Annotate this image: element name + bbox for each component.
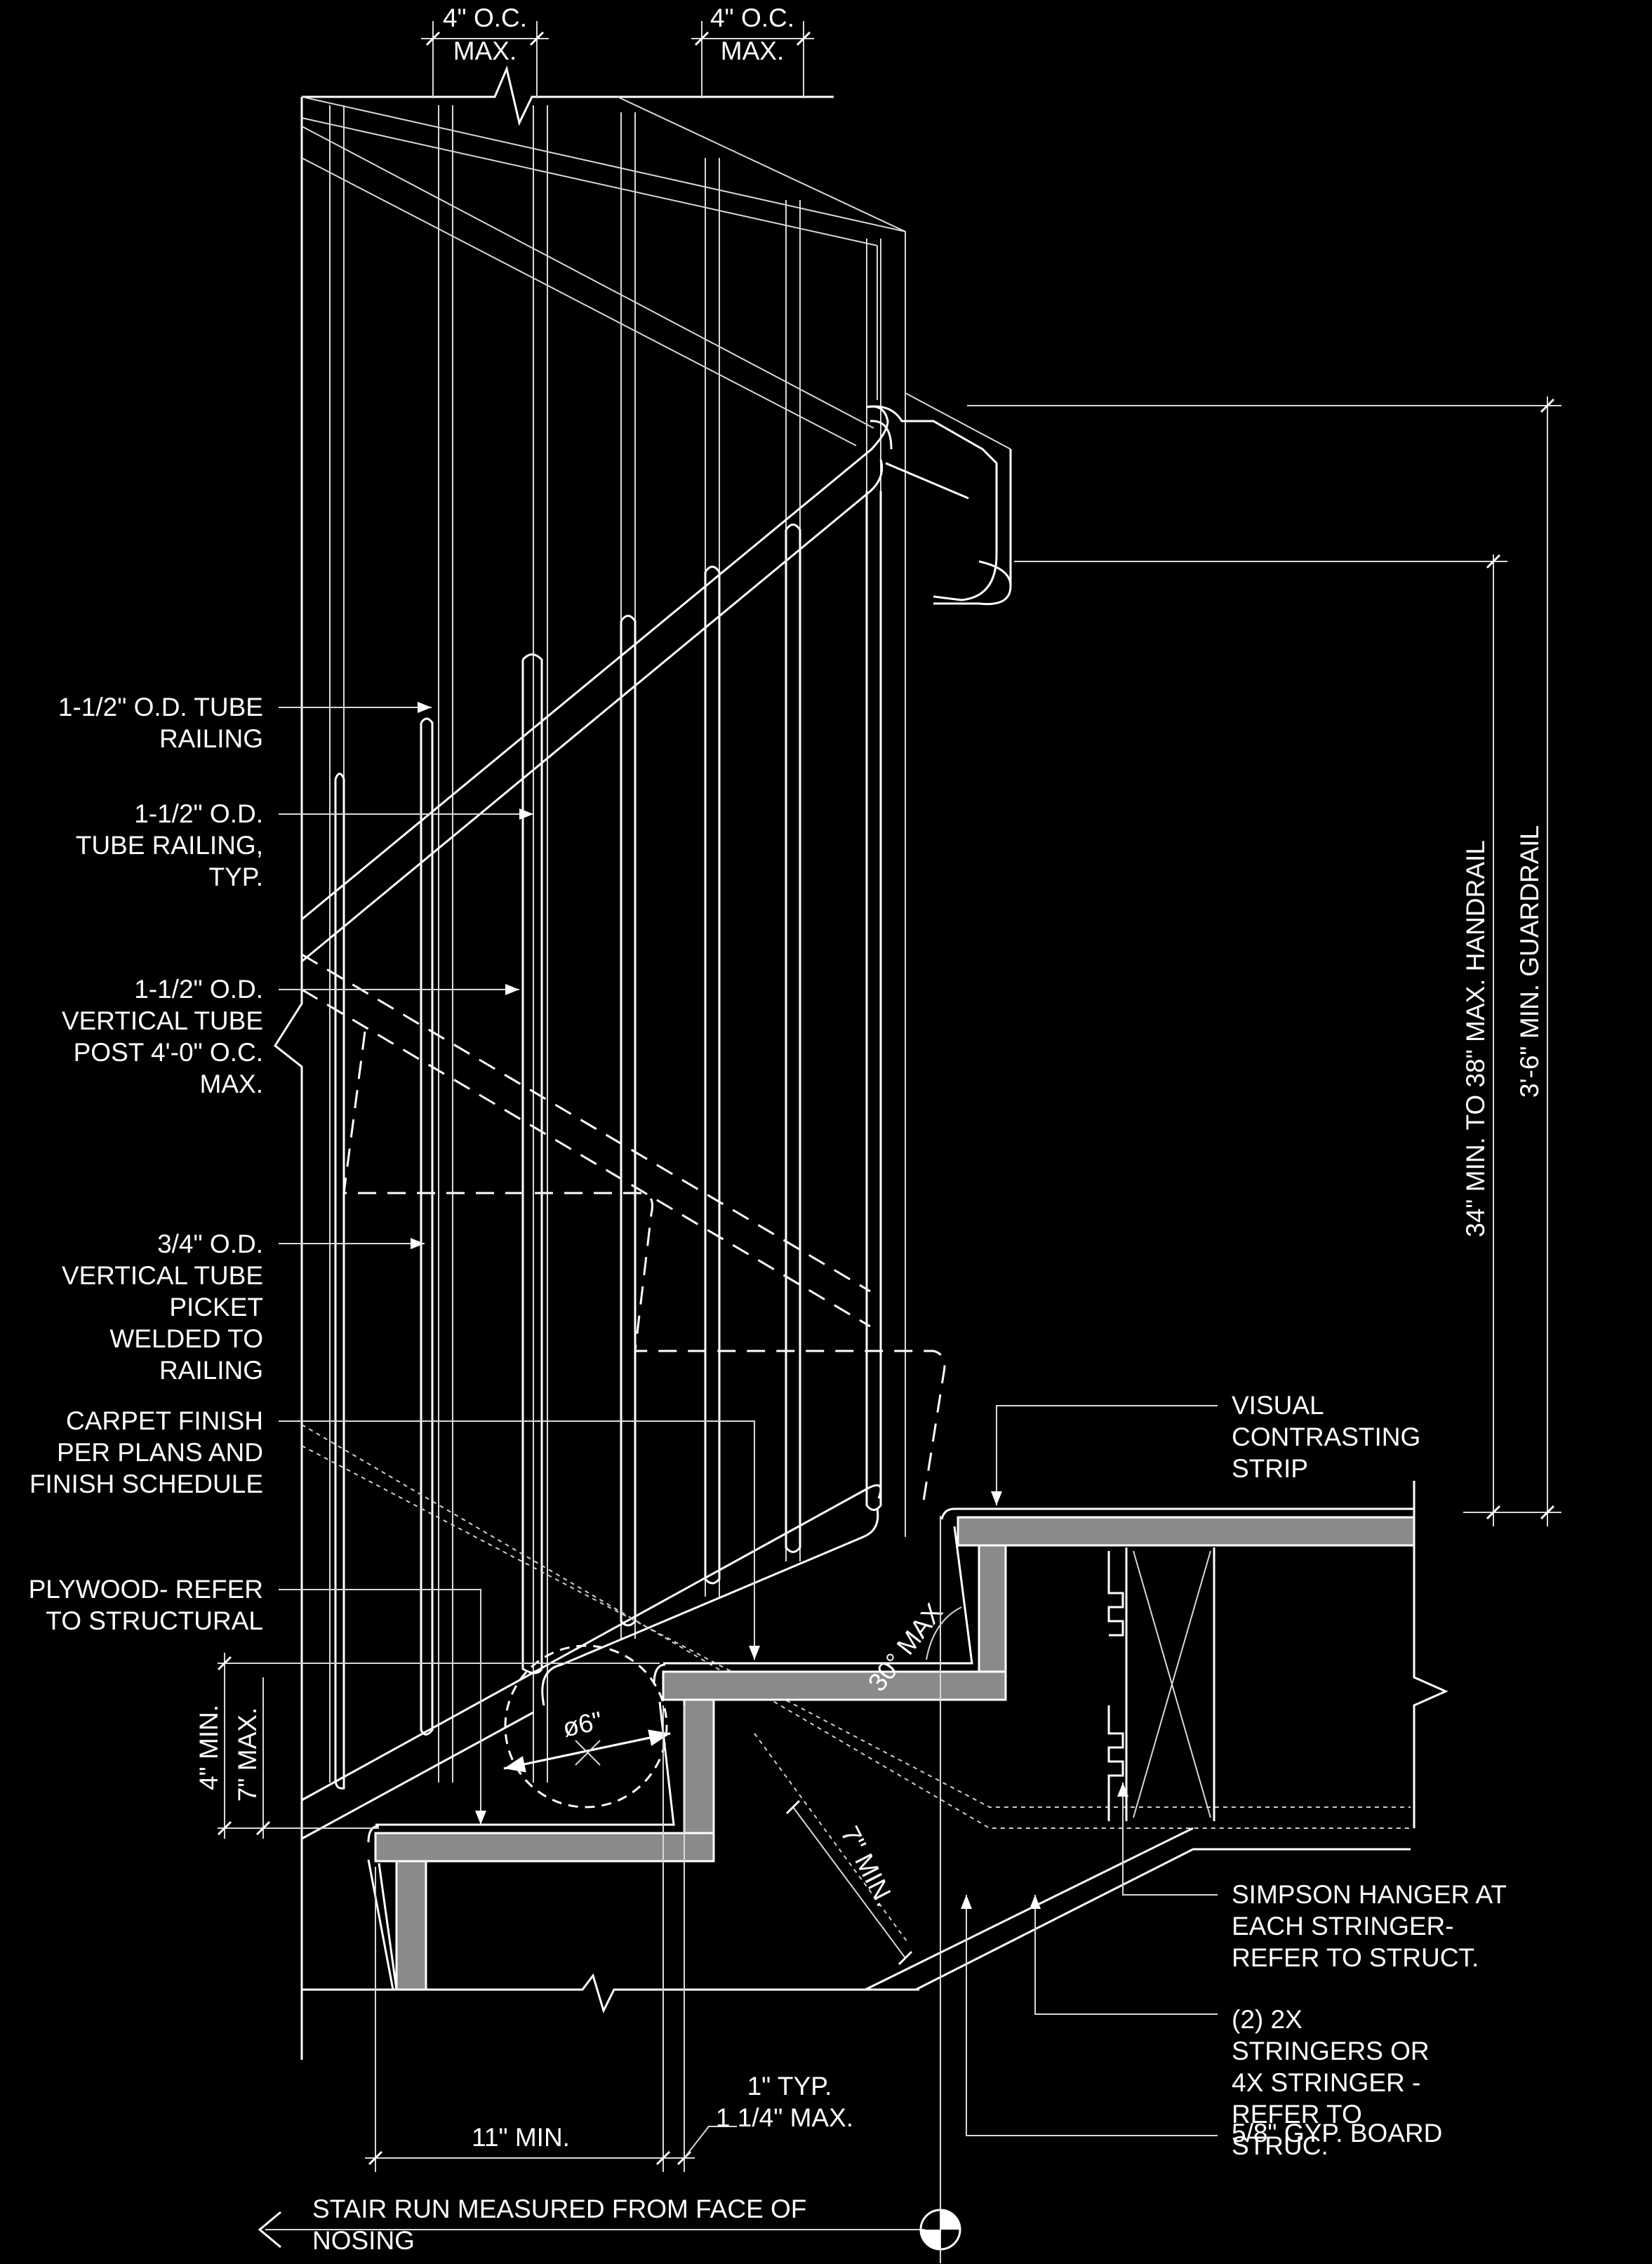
- callout-tube-railing-typ: 1-1/2" O.D. TUBE RAILING, TYP.: [76, 799, 533, 891]
- oc-left-line2: MAX.: [453, 36, 517, 65]
- vertical-post-line2: VERTICAL TUBE: [62, 1006, 263, 1035]
- stringers-line4: REFER TO: [1232, 2100, 1362, 2129]
- tube-railing-line2: RAILING: [159, 724, 263, 753]
- upper-riser: [978, 1544, 1007, 1684]
- riser-dimension: 4" MIN. 7" MAX.: [194, 1653, 660, 1839]
- bottom-riser: [395, 1860, 427, 1991]
- tread-run-value: 11" MIN.: [472, 2123, 570, 2152]
- oc-dimension-right: 4" O.C. MAX.: [691, 4, 814, 98]
- six-inch-sphere: ø6": [503, 1644, 671, 1809]
- tread-run-dimension: 11" MIN. 1" TYP. 1 1/4" MAX.: [365, 1705, 853, 2172]
- callout-carpet: CARPET FINISH PER PLANS AND FINISH SCHED…: [29, 1406, 760, 1660]
- bottom-tread: [374, 1832, 715, 1863]
- headroom-value: 7" MIN.: [835, 1822, 900, 1911]
- stringers-line1: (2) 2X: [1232, 2005, 1303, 2034]
- callout-picket: 3/4" O.D. VERTICAL TUBE PICKET WELDED TO…: [62, 1230, 425, 1385]
- simpson-line1: SIMPSON HANGER AT: [1232, 1880, 1507, 1909]
- middle-tread: [662, 1670, 1007, 1701]
- middle-riser: [683, 1698, 715, 1842]
- oc-dimension-left: 4" O.C. MAX.: [421, 4, 549, 98]
- carpet-line3: FINISH SCHEDULE: [29, 1470, 263, 1498]
- vertical-post-line4: MAX.: [200, 1070, 263, 1098]
- carpet-line1: CARPET FINISH: [66, 1406, 263, 1435]
- simpson-line2: EACH STRINGER-: [1232, 1912, 1454, 1940]
- picket-line2: VERTICAL TUBE: [62, 1261, 263, 1290]
- callout-tube-railing: 1-1/2" O.D. TUBE RAILING: [58, 693, 432, 753]
- left-boundary-line: [274, 97, 303, 2060]
- visual-strip-line1: VISUAL: [1232, 1391, 1324, 1420]
- front-pickets: [334, 491, 882, 1790]
- stair-run-line2: NOSING: [312, 2226, 415, 2255]
- visual-strip-line2: CONTRASTING: [1232, 1423, 1420, 1451]
- stair-run-note: STAIR RUN MEASURED FROM FACE OF NOSING: [258, 1516, 961, 2263]
- callout-simpson-hanger: SIMPSON HANGER AT EACH STRINGER- REFER T…: [1117, 1783, 1507, 1972]
- guardrail-height-dimension: 3'-6" MIN. GUARDRAIL: [1515, 825, 1544, 1098]
- carpet-line2: PER PLANS AND: [57, 1438, 263, 1467]
- simpson-line3: REFER TO STRUCT.: [1232, 1943, 1479, 1972]
- top-break-line: [302, 65, 834, 126]
- headroom-dimension: 7" MIN.: [785, 1799, 913, 1966]
- tube-railing-typ-line2: TUBE RAILING,: [76, 831, 263, 860]
- callout-visual-strip: VISUAL CONTRASTING STRIP: [991, 1391, 1420, 1505]
- stringers-line5: STRUC.: [1232, 2131, 1328, 2160]
- tube-railing-line1: 1-1/2" O.D. TUBE: [58, 693, 263, 721]
- callout-plywood: PLYWOOD- REFER TO STRUCTURAL: [29, 1575, 486, 1825]
- tube-railing-typ-line3: TYP.: [209, 863, 263, 891]
- picket-line1: 3/4" O.D.: [157, 1230, 263, 1258]
- landing-tread: [957, 1516, 1415, 1547]
- stair-run-line1: STAIR RUN MEASURED FROM FACE OF: [312, 2195, 806, 2223]
- back-pickets: [329, 105, 906, 1783]
- riser-min-dimension: 4" MIN.: [194, 1705, 223, 1790]
- vertical-post-line1: 1-1/2" O.D.: [134, 975, 263, 1004]
- stair-section: [302, 1481, 1448, 2014]
- nosing-typ-dimension: 1" TYP.: [747, 2072, 832, 2100]
- plywood-line2: TO STRUCTURAL: [46, 1606, 263, 1635]
- section-mark-icon: [919, 2209, 961, 2251]
- back-guardrail: [301, 96, 1011, 1783]
- picket-line5: RAILING: [159, 1356, 263, 1385]
- height-dimensions: 34" MIN. TO 38" MAX. HANDRAIL 3'-6" MIN.…: [967, 397, 1561, 1526]
- handrail-height-dimension: 34" MIN. TO 38" MAX. HANDRAIL: [1461, 840, 1490, 1237]
- hidden-lines: [301, 953, 1411, 1945]
- visual-strip-line3: STRIP: [1232, 1454, 1308, 1483]
- stringers-line2: STRINGERS OR: [1232, 2037, 1430, 2065]
- picket-line4: WELDED TO: [109, 1324, 263, 1353]
- oc-right-line1: 4" O.C.: [710, 4, 794, 32]
- plywood-line1: PLYWOOD- REFER: [29, 1575, 263, 1604]
- oc-right-line2: MAX.: [721, 36, 784, 65]
- nosing-max-dimension: 1 1/4" MAX.: [716, 2103, 853, 2132]
- sphere-dimension: ø6": [560, 1706, 605, 1743]
- bottom-rail: [301, 1484, 882, 1840]
- callout-stringers: (2) 2X STRINGERS OR 4X STRINGER - REFER …: [1030, 1895, 1430, 2160]
- tube-railing-typ-line1: 1-1/2" O.D.: [134, 799, 263, 828]
- picket-line3: PICKET: [169, 1293, 263, 1321]
- riser-max-dimension: 7" MAX.: [233, 1707, 262, 1802]
- handrail-tube: [301, 405, 1012, 963]
- callout-vertical-post: 1-1/2" O.D. VERTICAL TUBE POST 4'-0" O.C…: [62, 975, 519, 1098]
- callout-gyp-board: 5/8" GYP. BOARD: [961, 1895, 1442, 2148]
- oc-left-line1: 4" O.C.: [443, 4, 527, 32]
- gyp-board-label: 5/8" GYP. BOARD: [1232, 2119, 1442, 2148]
- vertical-post-line3: POST 4'-0" O.C.: [74, 1038, 263, 1067]
- stringers-line3: 4X STRINGER -: [1232, 2068, 1420, 2097]
